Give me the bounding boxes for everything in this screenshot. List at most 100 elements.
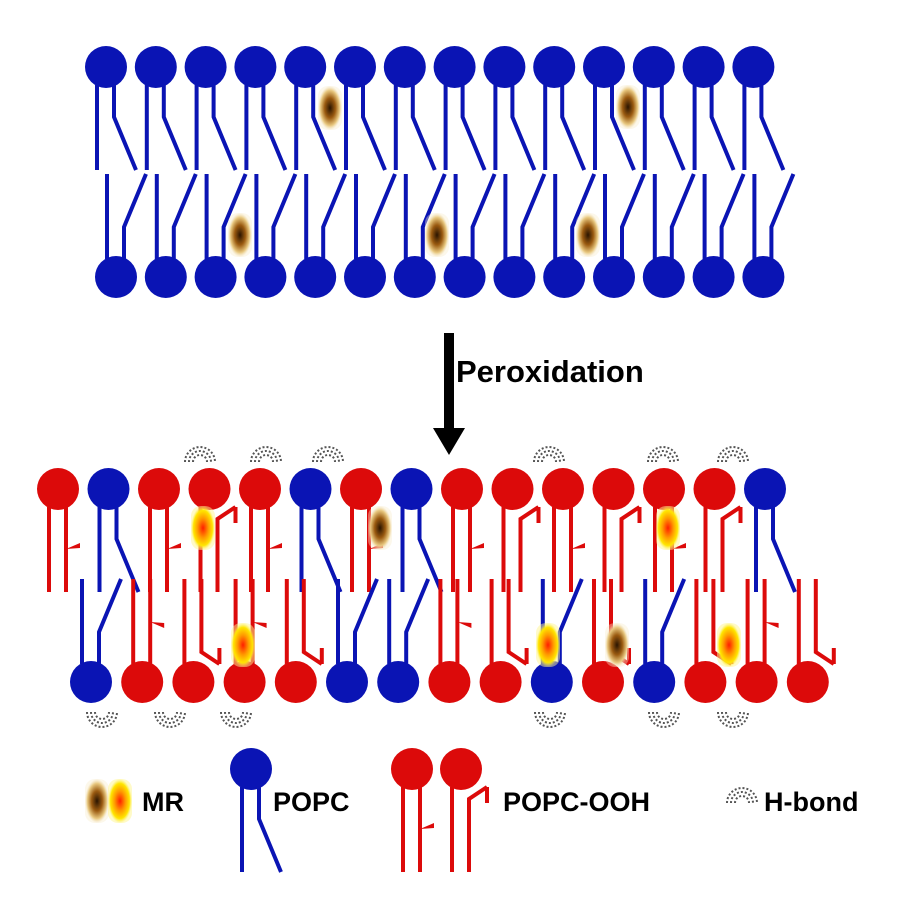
mr-bright-probe [108,779,132,823]
h-bond-arc [717,711,749,728]
popc-ooh-lipid [274,579,324,703]
lipid-head [95,256,137,298]
h-bond-arc [534,711,566,728]
popc-ooh-lipid [441,468,484,592]
h-bond-arc [655,454,671,463]
lipid-tail [316,507,343,593]
lipid-head [483,46,526,88]
lipid-head [533,46,576,88]
mr-dark-probe [318,86,342,130]
h-bond-arc [730,791,754,804]
lipid-head [85,46,127,88]
popc-ooh-lipid [172,579,222,703]
popc-lipid [433,46,487,171]
lipid-head [443,256,486,298]
h-bond-arc [652,711,676,724]
popc-lipid [334,46,387,171]
mr-dark-probe [368,506,392,550]
popc-ooh-lipid [440,748,489,872]
mr-probe-body [616,85,640,129]
h-bond-arc [254,450,278,463]
popc-lipid [533,46,587,171]
lipid-tail [620,173,646,259]
popc-lipid [230,748,283,873]
mr-bright-probe [191,506,215,550]
h-bond-arc [316,450,340,463]
lipid-tail [470,173,497,259]
mr-probe-body [318,86,342,130]
popc-lipid [184,46,238,171]
h-bond-arc [258,454,274,463]
lipid-tail [161,85,188,171]
h-bond-arc [224,711,248,724]
h-bond-arc [90,711,114,724]
h-bond-icon [184,446,216,463]
lipid-tail [813,579,835,666]
lipid-head [582,661,624,703]
lipid-head [632,46,675,88]
popc-lipid [744,468,797,593]
lipid-head [441,468,483,510]
mr-probe-body [228,213,252,257]
popc-ooh-lipid [340,468,383,592]
lipid-head [144,256,187,298]
lipid-head [223,661,266,703]
h-bond-icon [312,446,344,463]
h-bond-icon [717,711,749,728]
lipid-head [583,46,625,88]
lipid-head [194,256,237,298]
lipid-tail [420,173,447,259]
popc-lipid [234,46,288,171]
lipid-head [542,468,584,510]
lipid-head [326,661,368,703]
lipid-head [633,661,676,703]
h-bond-arc [717,446,749,463]
lipid-tail [171,173,198,259]
popc-lipid [682,46,736,171]
lipid-head [37,468,79,510]
mr-dark-probe [616,85,640,129]
popc-ooh-lipid [121,579,165,703]
lipid-head [428,661,471,703]
lipid-head [230,748,272,790]
mr-probe-body [368,506,392,550]
mr-dark-probe [605,623,629,667]
lipid-tail [211,85,238,171]
lipid-tail [97,578,123,664]
legend: MR POPC POPC-OOH H-bond [85,748,858,873]
mr-probe-body [656,506,680,550]
popc-lipid [632,46,686,171]
lipid-head [786,661,829,703]
popc-lipid [70,578,123,703]
h-bond-arc [656,711,672,720]
h-bond-arc [220,711,252,728]
popc-ooh-lipid [138,468,181,592]
lipid-head [377,661,420,703]
lipid-tail [510,85,537,171]
h-bond-arc [721,450,745,463]
h-bond-arc [734,795,750,804]
lipid-tail [520,173,547,259]
h-bond-arc [648,711,680,728]
mr-dark-probe [85,779,109,823]
lipid-head [440,748,482,790]
lipid-tail [518,505,540,592]
mr-probe-body [605,623,629,667]
peroxidation-label: Peroxidation [456,354,644,389]
peroxidation-arrow [433,333,465,455]
mr-bright-probe [717,623,741,667]
lipid-tail [199,579,221,666]
popc-ooh-lipid [223,579,267,703]
h-bond-icon [534,711,566,728]
lipid-tail [570,173,597,259]
lipid-tail [311,85,338,171]
legend-popc-label: POPC [273,787,350,817]
h-bond-icon [533,446,565,463]
lipid-head [134,46,177,88]
popc-lipid [483,46,537,171]
popc-lipid [383,46,437,171]
lipid-tail [112,85,138,171]
lipid-tail [506,579,528,666]
h-bond-arc [250,446,282,463]
h-bond-arc [647,446,679,463]
